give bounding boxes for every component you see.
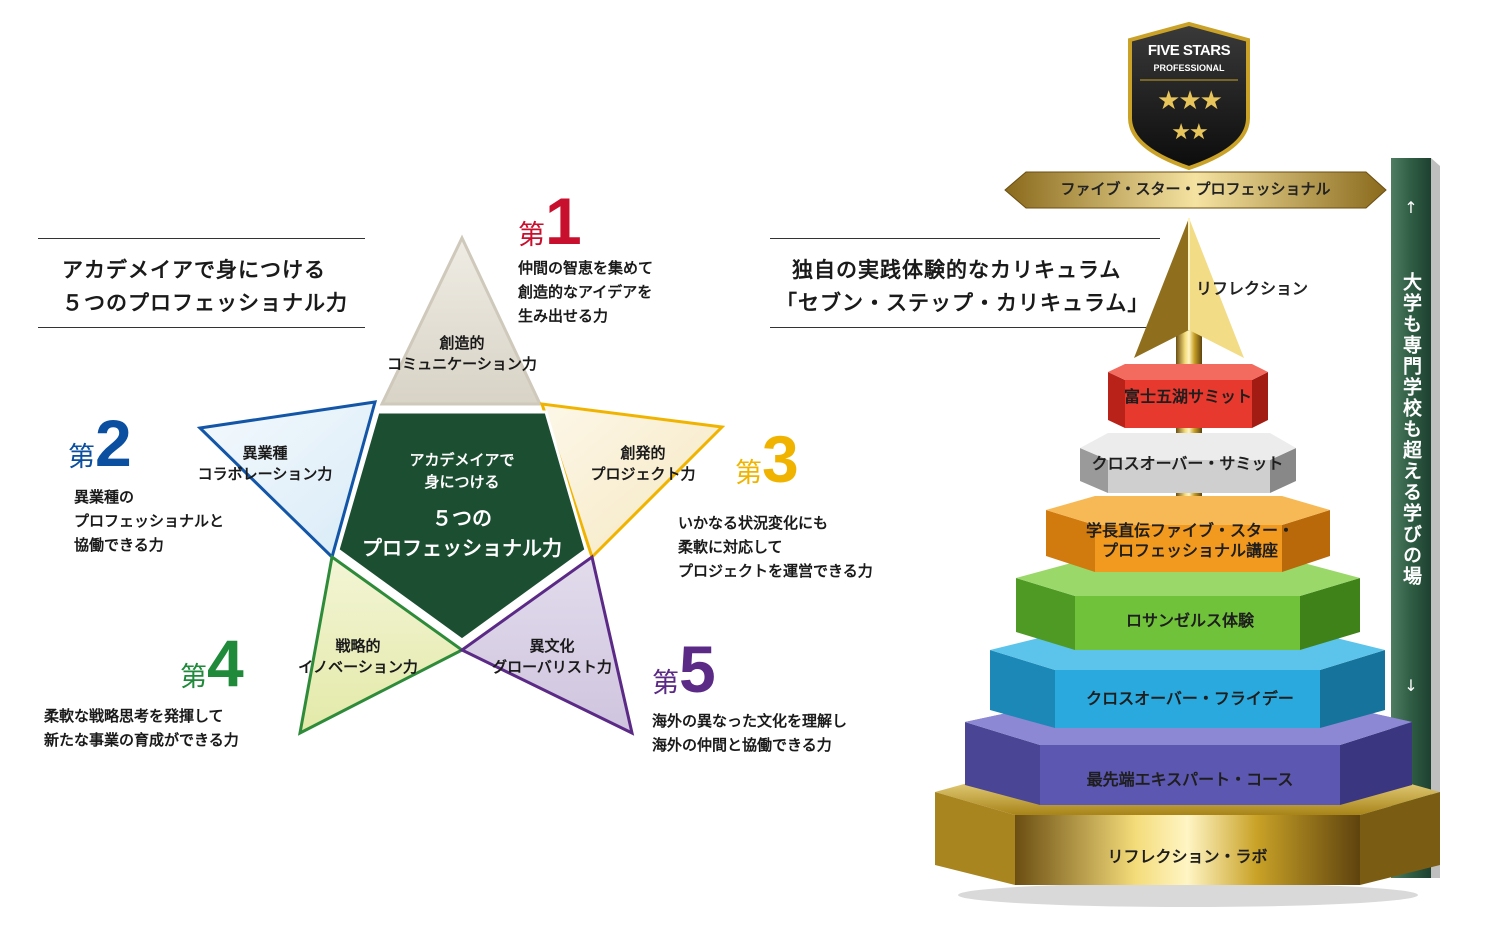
tier-2-label: クロスオーバー・サミット [1091,454,1284,473]
tier-2-top [1080,433,1296,460]
power-2-description: 異業種の プロフェッショナルと 協働できる力 [74,488,225,554]
tier-6-face [1040,745,1340,805]
tier-2-left [1080,448,1108,493]
side-bar-shadow [1431,158,1440,878]
tier-6-left [965,722,1040,805]
tier-2-face [1108,460,1270,493]
center-title-small: アカデメイアで 身につける [409,451,515,491]
power-5-number: 第5 [652,632,716,706]
tier-4-right [1300,578,1360,650]
tier-4-face [1075,596,1300,650]
tier-5-right [1320,650,1385,728]
right-header-line1: 独自の実践体験的なカリキュラム [792,258,1122,282]
power-2-label: 異業種 コラボレーション力 [197,444,333,483]
power-1-number: 第1 [518,184,582,258]
tier-7-front-right [1360,792,1440,885]
tier-7-label: リフレクション・ラボ [1107,847,1268,866]
badge-stars-icon: ★★★★★ [1157,86,1223,145]
point-4-triangle [297,554,465,736]
tier-2-right [1270,448,1296,493]
tier-5-face [1055,670,1320,728]
tier-4-label: ロサンゼルス体験 [1125,611,1254,630]
tier-5-left [990,650,1055,728]
center-title-large: ５つの プロフェッショナル力 [362,506,562,560]
tier-4-left [1016,578,1075,650]
tier-3-top [1046,496,1330,525]
tier-5-label: クロスオーバー・フライデー [1086,689,1294,708]
point-2-triangle [196,400,378,560]
point-5-triangle [459,554,635,736]
tier-3-right [1282,510,1330,572]
power-1-description: 仲間の智恵を集めて 創造的なアイデアを 生み出せる力 [518,259,654,325]
arrow-head-left [1134,218,1189,358]
tier-3-face [1095,525,1282,572]
side-bar-text: 大学も専門学校も超える学びの場 [1400,272,1422,587]
point-1-triangle [379,234,543,406]
tier-7-face [1015,815,1360,885]
power-4-number: 第4 [180,626,244,700]
center-pentagon [336,410,588,642]
side-bar-arrow-down: ↓ [1404,676,1418,695]
arrow-head-right [1189,218,1244,358]
banner-ribbon [1004,171,1387,209]
left-header-top-rule [38,238,365,239]
power-4-label: 戦略的 イノベーション力 [298,637,418,676]
base-shadow [958,883,1418,907]
banner-text: ファイブ・スター・プロフェッショナル [1060,180,1331,198]
tier-6-label: 最先端エキスパート・コース [1086,770,1294,789]
side-bar-arrow-up: ↑ [1404,198,1418,217]
tier-3-label: 学長直伝ファイブ・スター・ プロフェッショナル講座 [1085,521,1294,560]
arrow-label: リフレクション [1196,279,1309,298]
tier-1-top [1108,364,1268,380]
right-header-top-rule [770,238,1160,239]
tier-6-right [1340,722,1412,805]
power-2-number: 第2 [68,406,132,480]
tier-1-face [1125,380,1252,428]
tier-1-label: 富士五湖サミット [1123,387,1252,406]
power-3-number: 第3 [735,422,799,496]
right-header-line2: 「セブン・ステップ・カリキュラム」 [776,291,1150,315]
left-header-bottom-rule [38,327,365,328]
left-header-line2: ５つのプロフェッショナル力 [62,291,348,315]
power-1-label: 創造的 コミュニケーション力 [387,334,537,373]
power-5-description: 海外の異なった文化を理解し 海外の仲間と協働できる力 [652,712,848,754]
badge-subtitle: PROFESSIONAL [1153,63,1225,73]
five-stars-badge-shield [1128,21,1250,171]
power-3-label: 創発的 プロジェクト力 [590,444,696,483]
badge-title: FIVE STARS [1147,42,1231,59]
tier-7-front [935,792,1015,885]
power-4-description: 柔軟な戦略思考を発揮して 新たな事業の育成ができる力 [44,707,239,749]
power-3-description: いかなる状況変化にも 柔軟に対応して プロジェクトを運営できる力 [678,514,873,580]
power-5-label: 異文化 グローバリスト力 [492,637,612,676]
tier-1-left [1108,372,1125,428]
tier-1-right [1252,372,1268,428]
tier-3-left [1046,510,1095,572]
left-header-line1: アカデメイアで身につける [62,258,326,282]
right-header-bottom-rule [770,327,1160,328]
